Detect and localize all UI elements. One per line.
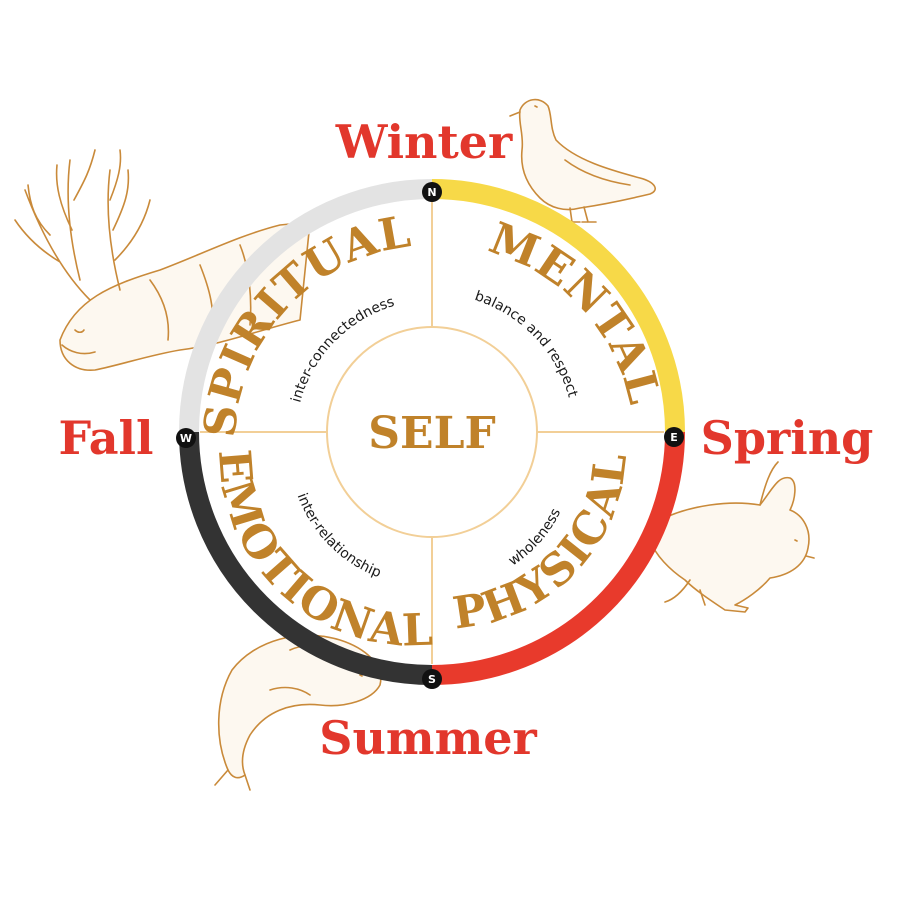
- season-label-summer: Summer: [319, 711, 537, 765]
- medicine-wheel-ring: [179, 179, 685, 685]
- ring-arc-north-east: [431, 179, 685, 433]
- direction-label-east: E: [670, 431, 678, 444]
- direction-label-west: W: [180, 432, 192, 445]
- season-label-spring: Spring: [701, 411, 874, 465]
- direction-marker-west: W: [176, 428, 196, 448]
- season-label-fall: Fall: [59, 411, 154, 465]
- ring-arc-north-west: [179, 179, 433, 433]
- season-label-winter: Winter: [335, 115, 513, 169]
- direction-marker-east: E: [664, 427, 684, 447]
- direction-marker-south: S: [422, 669, 442, 689]
- ptarmigan-illustration: [509, 98, 656, 223]
- direction-label-south: S: [428, 673, 436, 686]
- center-label-self: SELF: [368, 408, 496, 459]
- self-circle: [326, 326, 538, 538]
- direction-label-north: N: [427, 186, 436, 199]
- direction-marker-north: N: [422, 182, 442, 202]
- ring-arc-south-west: [179, 431, 433, 685]
- salmon-illustration: [214, 634, 382, 791]
- wheel-dividers: [200, 200, 664, 664]
- ring-arc-south-east: [431, 431, 685, 685]
- hare-illustration: [648, 461, 815, 613]
